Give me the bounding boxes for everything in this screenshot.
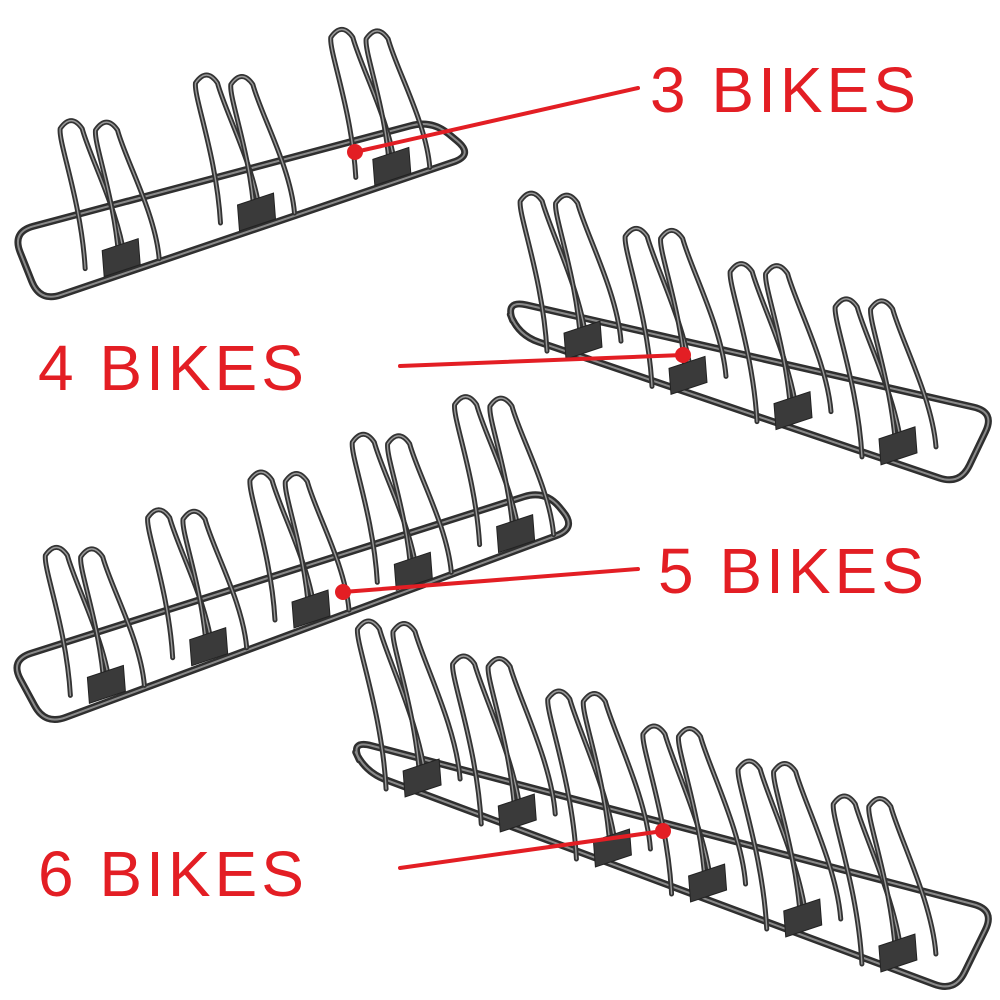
rack-3-bikes xyxy=(14,26,469,301)
callout-3-bikes: 3 BIKES xyxy=(347,54,920,160)
callout-line-6 xyxy=(398,829,665,870)
rack-slot xyxy=(145,507,250,667)
rack-slot xyxy=(622,225,729,396)
rack-slot xyxy=(830,793,939,973)
callout-4-bikes: 4 BIKES xyxy=(38,332,691,404)
rack-slot xyxy=(57,118,162,278)
rack-slot xyxy=(450,653,558,833)
rack-6-bikes xyxy=(352,618,992,990)
callout-line-5 xyxy=(341,567,640,594)
rack-slot xyxy=(192,72,297,232)
rack-4-bikes xyxy=(506,190,992,484)
rack-slot xyxy=(640,723,749,903)
rack-slot xyxy=(735,758,844,938)
rack-slot xyxy=(328,26,433,187)
label-5-bikes: 5 BIKES xyxy=(658,535,928,607)
callout-6-bikes: 6 BIKES xyxy=(38,823,671,910)
rack-slot xyxy=(42,544,147,705)
callout-line-4 xyxy=(398,353,685,368)
callout-dot-5 xyxy=(335,584,351,600)
rack-slot xyxy=(354,618,463,798)
rack-slot xyxy=(517,190,624,360)
label-3-bikes: 3 BIKES xyxy=(650,54,920,126)
callout-line-3 xyxy=(353,86,640,154)
rack-slot xyxy=(452,394,557,554)
callout-dot-4 xyxy=(675,347,691,363)
rack-slot xyxy=(727,261,834,431)
label-4-bikes: 4 BIKES xyxy=(38,332,308,404)
label-6-bikes: 6 BIKES xyxy=(38,838,308,910)
callout-dot-3 xyxy=(347,144,363,160)
callout-dot-6 xyxy=(655,823,671,839)
callout-5-bikes: 5 BIKES xyxy=(335,535,928,607)
rack-slot xyxy=(832,296,939,466)
rack-slot xyxy=(349,431,454,591)
rack-5-bikes xyxy=(13,394,573,724)
rack-slot xyxy=(247,469,352,629)
